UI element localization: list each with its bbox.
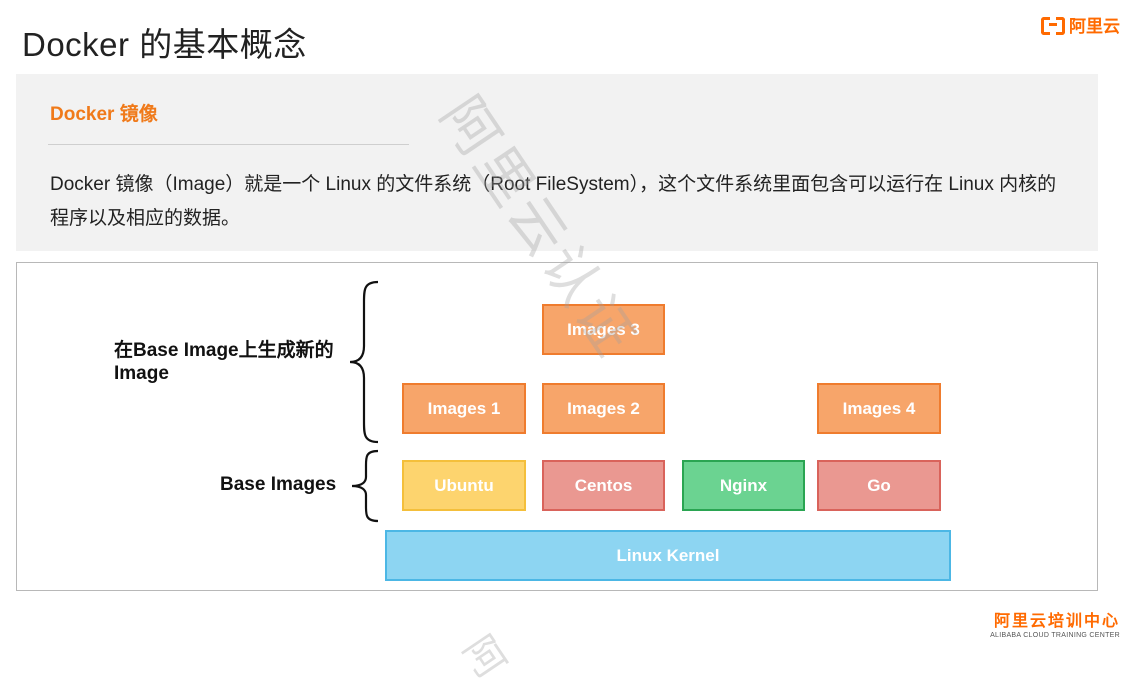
footer-logo: 阿里云培训中心 ALIBABA CLOUD TRAINING CENTER: [990, 607, 1120, 639]
linux-kernel-box: Linux Kernel: [385, 530, 951, 581]
aliyun-logo-icon: [1041, 16, 1065, 35]
footer-logo-en: ALIBABA CLOUD TRAINING CENTER: [990, 632, 1120, 639]
images-3-box: Images 3: [542, 304, 665, 355]
go-box: Go: [817, 460, 941, 511]
nginx-box: Nginx: [682, 460, 805, 511]
images-4-box: Images 4: [817, 383, 941, 434]
brace-new-image-icon: [349, 280, 379, 444]
page-title: Docker 的基本概念: [22, 26, 307, 63]
label-base-images: Base Images: [220, 474, 337, 495]
panel-description: Docker 镜像（Image）就是一个 Linux 的文件系统（Root Fi…: [50, 174, 1057, 229]
watermark-bottom: 阿: [454, 628, 516, 690]
images-1-box: Images 1: [402, 383, 526, 434]
images-2-box: Images 2: [542, 383, 665, 434]
brace-base-images-icon: [351, 449, 379, 523]
ubuntu-box: Ubuntu: [402, 460, 526, 511]
footer-logo-cn: 阿里云培训中心: [993, 613, 1120, 630]
aliyun-logo: 阿里云: [1041, 12, 1120, 37]
panel-divider: [48, 144, 409, 145]
centos-box: Centos: [542, 460, 665, 511]
info-panel: Docker 镜像 Docker 镜像（Image）就是一个 Linux 的文件…: [16, 74, 1098, 251]
label-new-image: 在Base Image上生成新的Image: [114, 340, 334, 384]
panel-heading: Docker 镜像: [50, 104, 158, 125]
aliyun-logo-text: 阿里云: [1069, 17, 1120, 36]
